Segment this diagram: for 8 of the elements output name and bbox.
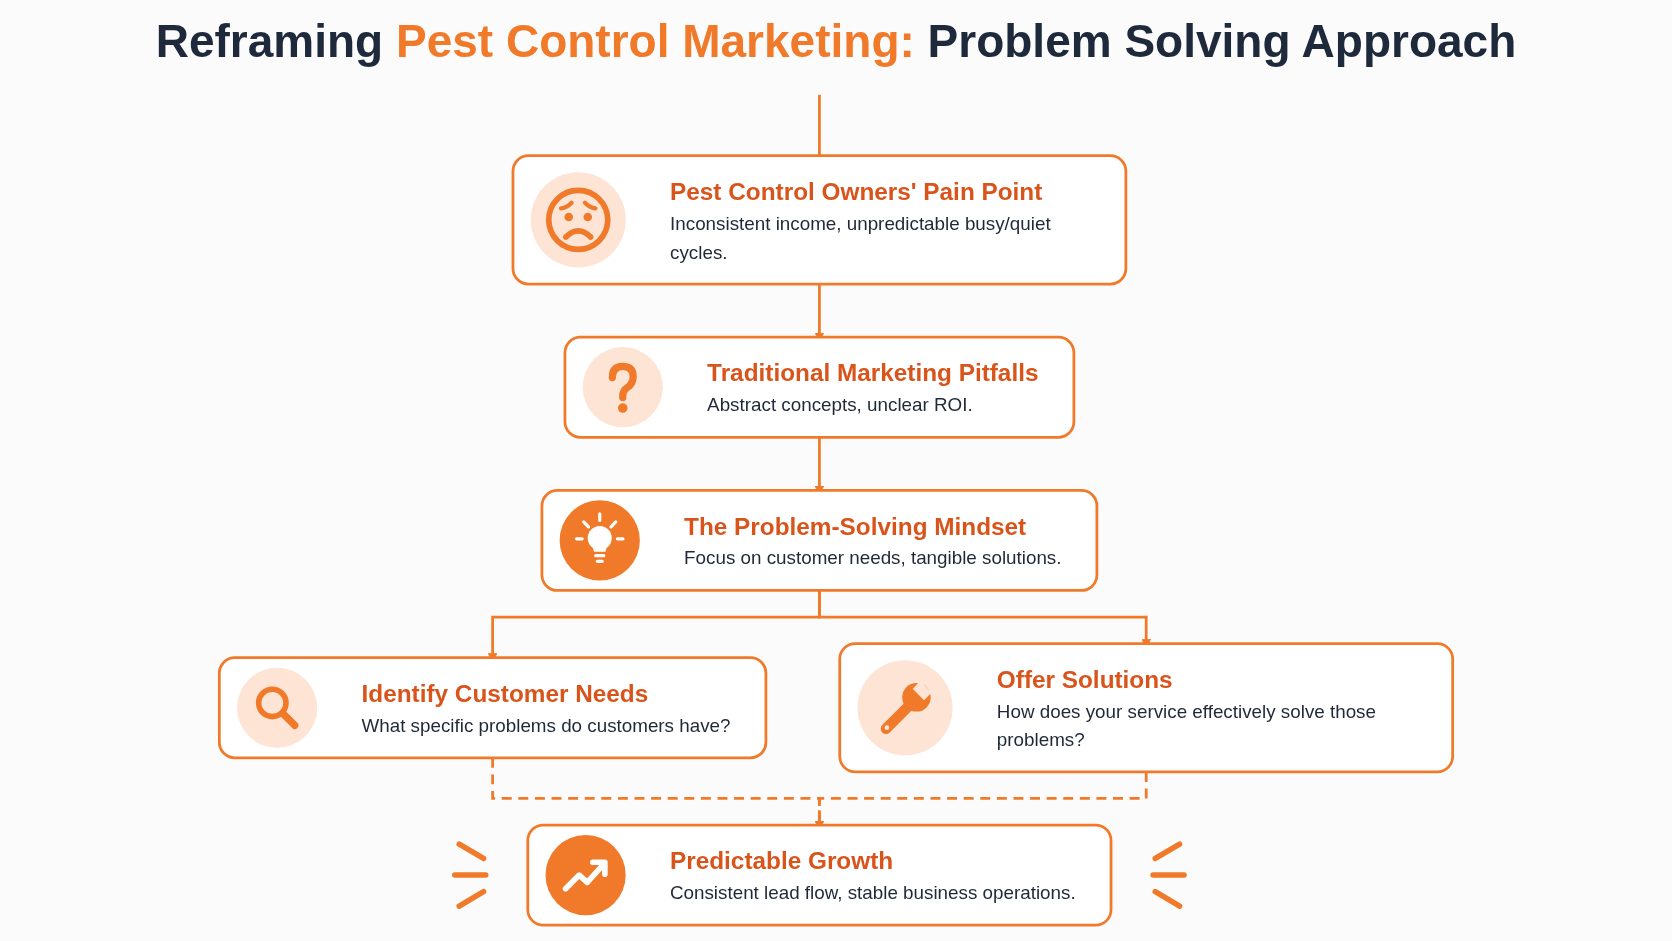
node-box: Offer Solutions How does your service effectively solve those problems? [838, 642, 1455, 774]
node-box: Traditional Marketing Pitfalls Abstract concepts, unclear ROI. [563, 335, 1076, 439]
node-box: Pest Control Owners' Pain Point Inconsistent income, unpredictable busy/quiet cycles. [511, 154, 1128, 286]
node-box: Predictable Growth Consistent lead flow, stable business operations. [526, 823, 1113, 927]
node-box: The Problem-Solving Mindset Focus on customer needs, tangible solutions. [540, 488, 1099, 592]
connector [818, 94, 821, 156]
title: Reframing Pest Control Marketing: Problem Solving Approach [154, 14, 1518, 68]
node-box: Identify Customer Needs What specific problems do customers have? [217, 656, 768, 760]
